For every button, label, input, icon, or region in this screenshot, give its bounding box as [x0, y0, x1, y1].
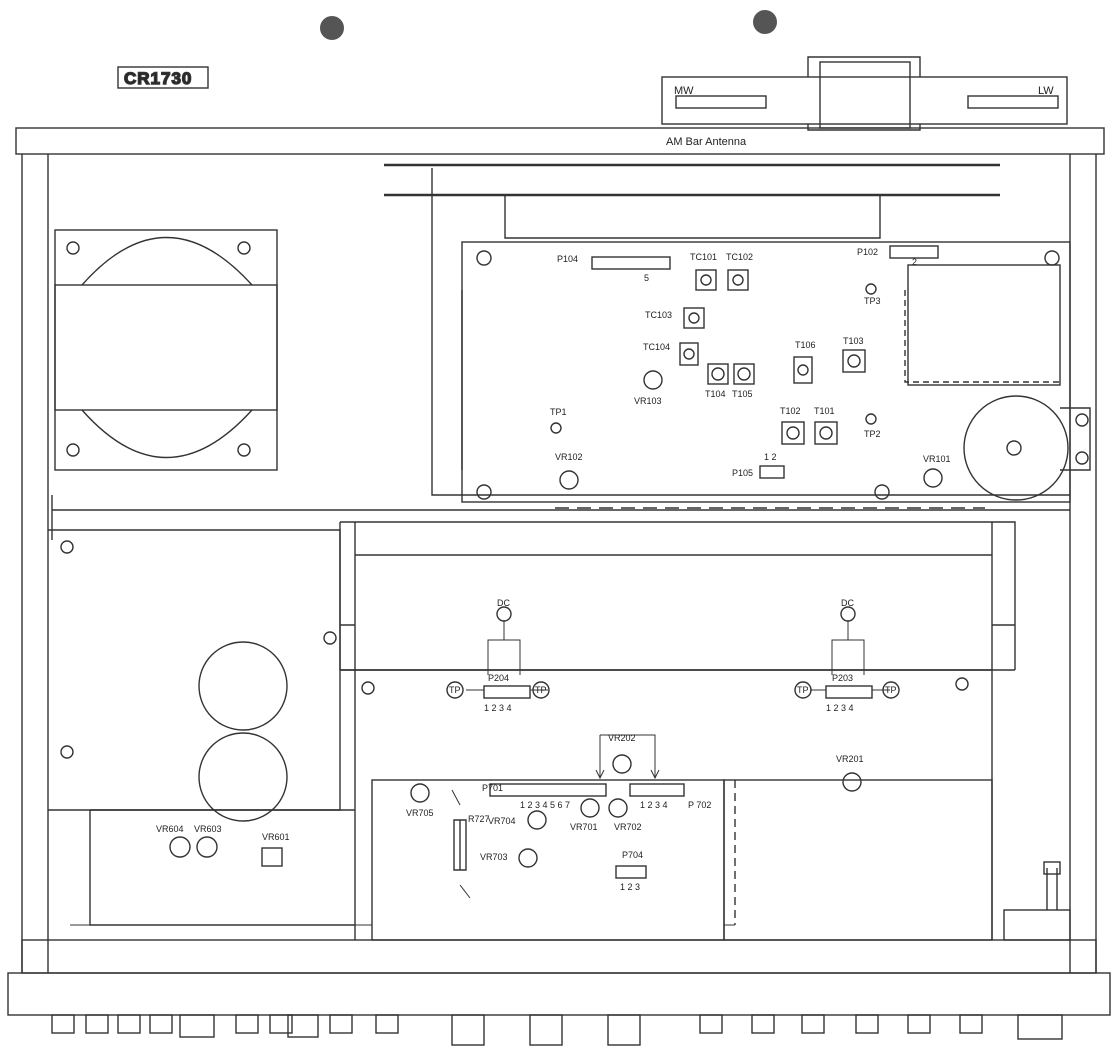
am-bar-antenna: MW LW [661, 56, 1068, 131]
label-p105: P105 [732, 468, 753, 478]
mount-hole-left [320, 16, 344, 40]
label-p104: P104 [557, 254, 578, 264]
label-p102: P102 [857, 247, 878, 257]
label-tp3: TP3 [864, 296, 881, 306]
connector-p102 [889, 245, 939, 259]
label-t104: T104 [705, 389, 726, 399]
label-vr102: VR102 [555, 452, 583, 462]
filter-capacitor-block [48, 529, 356, 940]
label-vr705: VR705 [406, 808, 434, 818]
label-vr103: VR103 [634, 396, 662, 406]
label-tp1: TP1 [550, 407, 567, 417]
chassis-side-walls [21, 154, 1097, 973]
tp1-point [550, 422, 562, 434]
label-vr101: VR101 [923, 454, 951, 464]
label-p701-pins: 1 2 3 4 5 6 7 [520, 800, 570, 810]
label-dc-left: DC [497, 598, 510, 608]
trimmers [559, 269, 943, 490]
connector-p204 [483, 685, 531, 699]
connector-p104 [591, 256, 671, 270]
label-tp-d: TP [885, 685, 897, 695]
tp3-point [865, 283, 877, 295]
label-vr604: VR604 [156, 824, 184, 834]
sub-board-left [89, 809, 355, 926]
tp2-point [865, 413, 877, 425]
label-vr603: VR603 [194, 824, 222, 834]
label-vr702: VR702 [614, 822, 642, 832]
label-p102-pin: 2 [912, 257, 917, 267]
dial-rails [384, 163, 1000, 197]
tuner-shield-frame [431, 168, 1070, 496]
mount-hole-right [753, 10, 777, 34]
antenna-lw-label: LW [1038, 85, 1054, 97]
front-panel [7, 972, 1111, 1016]
label-t101: T101 [814, 406, 835, 416]
connector-p105 [759, 465, 785, 479]
label-tc104: TC104 [643, 342, 670, 352]
label-p204-pins: 1 2 3 4 [484, 703, 512, 713]
label-p204: P204 [488, 673, 509, 683]
label-p702: P 702 [688, 800, 711, 810]
power-transformer [54, 229, 278, 471]
label-vr201: VR201 [836, 754, 864, 764]
label-tc103: TC103 [645, 310, 672, 320]
mid-separator [51, 495, 1070, 540]
connector-p702 [629, 783, 685, 797]
label-p702-pins: 1 2 3 4 [640, 800, 668, 810]
label-tp-a: TP [449, 685, 461, 695]
power-switch-post [1003, 861, 1071, 941]
antenna-title: AM Bar Antenna [666, 136, 747, 148]
amp-subboard [723, 779, 993, 941]
label-vr601: VR601 [262, 832, 290, 842]
label-p704: P704 [622, 850, 643, 860]
label-tp-b: TP [535, 685, 547, 695]
label-t105: T105 [732, 389, 753, 399]
label-vr704: VR704 [488, 816, 516, 826]
front-panel-controls [51, 1014, 1063, 1046]
label-tc102: TC102 [726, 252, 753, 262]
model-badge-frame [117, 66, 209, 89]
resistor-r727 [453, 819, 467, 871]
tuner-board [461, 241, 1071, 503]
label-t102: T102 [780, 406, 801, 416]
connector-p704 [615, 865, 647, 879]
dial-bracket [504, 195, 881, 239]
amp-board-outline [355, 669, 993, 940]
label-vr202: VR202 [608, 733, 636, 743]
chassis-rear-rail [15, 127, 1105, 155]
label-t106: T106 [795, 340, 816, 350]
connector-p203 [825, 685, 873, 699]
connector-p701 [489, 783, 607, 797]
label-p203-pins: 1 2 3 4 [826, 703, 854, 713]
label-tc101: TC101 [690, 252, 717, 262]
dial-lamp-assembly [963, 395, 1091, 501]
label-p701: P701 [482, 783, 503, 793]
label-p105-pins: 1 2 [764, 452, 777, 462]
label-p104-pin: 5 [644, 273, 649, 283]
chassis-front-rail [21, 939, 1097, 974]
label-t103: T103 [843, 336, 864, 346]
antenna-mw-label: MW [674, 85, 694, 97]
label-vr703: VR703 [480, 852, 508, 862]
if-module [907, 264, 1061, 386]
label-tp2: TP2 [864, 429, 881, 439]
label-dc-right: DC [841, 598, 854, 608]
heat-sink [323, 521, 1016, 695]
model-badge: CR1730 [124, 69, 192, 88]
label-tp-c: TP [797, 685, 809, 695]
pots [169, 754, 862, 868]
label-p203: P203 [832, 673, 853, 683]
label-r727: R727 [468, 814, 490, 824]
label-vr701: VR701 [570, 822, 598, 832]
label-p704-pins: 1 2 3 [620, 882, 640, 892]
